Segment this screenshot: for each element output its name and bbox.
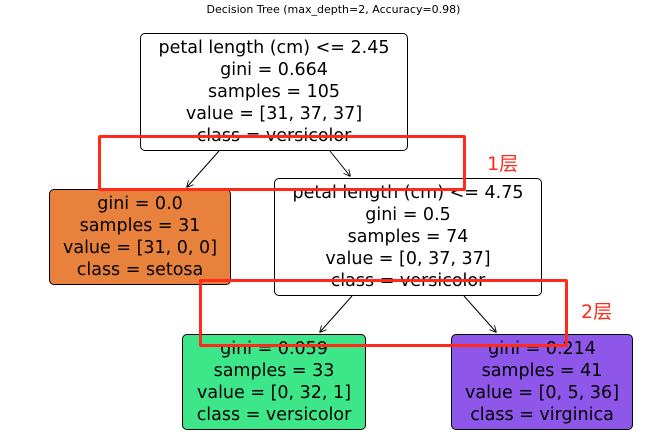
node-line: value = [0, 32, 1] xyxy=(196,383,352,403)
node-line: value = [0, 5, 36] xyxy=(464,383,620,403)
node-line: samples = 105 xyxy=(208,82,340,102)
level-2-highlight-box xyxy=(199,279,568,347)
node-line: petal length (cm) <= 2.45 xyxy=(158,38,390,58)
level-2-label: 2层 xyxy=(581,301,613,323)
node-line: gini = 0.664 xyxy=(220,60,328,80)
node-line: samples = 33 xyxy=(213,361,335,381)
edge-root-left xyxy=(187,150,220,187)
node-line: class = versicolor xyxy=(196,405,352,425)
node-line: samples = 31 xyxy=(79,216,201,236)
node-line: class = virginica xyxy=(470,405,614,425)
edge-right-rightleft xyxy=(320,295,353,332)
node-line: samples = 74 xyxy=(347,227,469,247)
edge-root-right xyxy=(329,150,350,176)
edge-right-rightright xyxy=(463,295,496,332)
node-line: gini = 0.0 xyxy=(97,194,183,214)
node-line: value = [31, 0, 0] xyxy=(62,238,218,258)
node-line: class = setosa xyxy=(76,260,204,280)
level-1-label: 1层 xyxy=(487,153,519,175)
tree-node-root: petal length (cm) <= 2.45 gini = 0.664 s… xyxy=(140,33,408,151)
tree-node-right-left-leaf: gini = 0.059 samples = 33 value = [0, 32… xyxy=(182,334,366,430)
tree-node-right-right-leaf: gini = 0.214 samples = 41 value = [0, 5,… xyxy=(451,334,633,430)
node-line: samples = 41 xyxy=(481,361,603,381)
node-line: value = [0, 37, 37] xyxy=(325,249,491,269)
tree-node-left-leaf: gini = 0.0 samples = 31 value = [31, 0, … xyxy=(49,189,231,285)
level-1-highlight-box xyxy=(98,135,466,191)
node-line: gini = 0.5 xyxy=(365,205,451,225)
node-line: value = [31, 37, 37] xyxy=(185,104,363,124)
chart-title: Decision Tree (max_depth=2, Accuracy=0.9… xyxy=(206,3,461,16)
